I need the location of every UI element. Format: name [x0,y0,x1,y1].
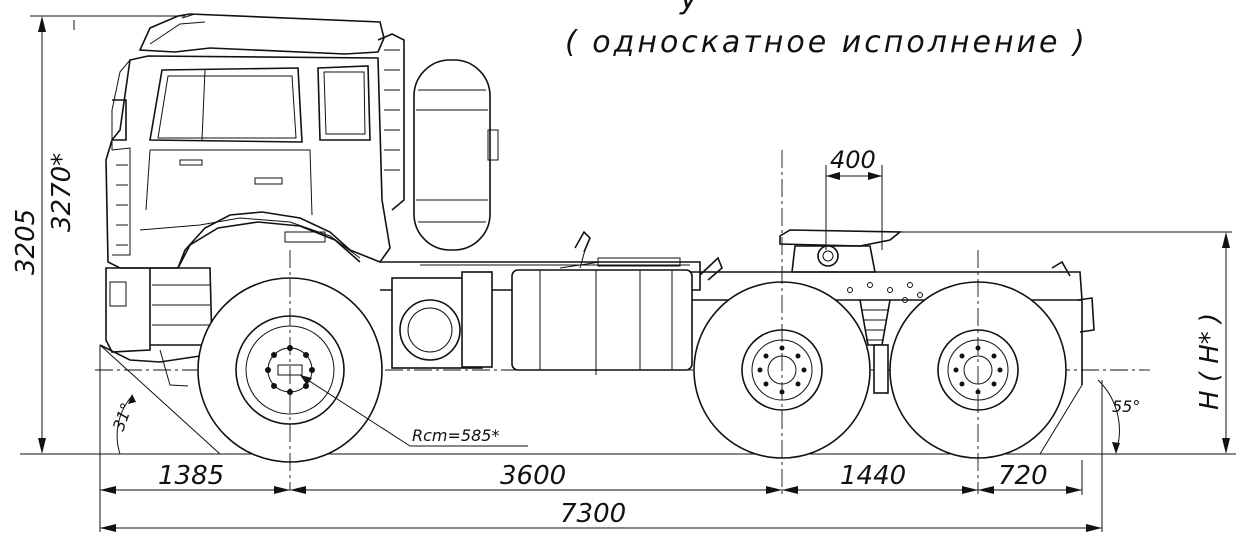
wheelbase-rear-label: 1440 [840,461,906,491]
saddle-height-dimension [900,231,1236,455]
height-star-label: 3270* [47,153,77,232]
spare-wheel [413,59,499,251]
header-top-glyph: у [679,0,701,16]
approach-angle-marker [99,344,221,455]
overall-length-label: 7300 [560,499,626,529]
departure-angle-label: 55° [1112,397,1140,416]
fifth-wheel [779,229,903,273]
air-hoses [559,230,700,269]
wheelbase-front-label: 3600 [500,461,566,491]
saddle-height-label: H ( H* ) [1195,313,1225,410]
radius-label: Rcm=585* [412,426,499,445]
departure-angle-marker [1039,379,1120,455]
radius-leader [299,374,528,447]
cab [105,13,405,269]
bottom-dimension-chain [99,345,1103,532]
front-wheel [177,221,383,490]
rear-wheel-2 [889,250,1067,494]
coupling-offset-dimension [825,165,883,250]
rear-suspension [699,256,1095,394]
height-total-label: 3205 [11,209,41,275]
rear-wheel-1 [693,150,871,494]
coupling-offset-label: 400 [830,146,876,174]
front-bumper [99,267,213,387]
tanks [391,269,693,375]
header-subtitle: ( односкатное исполнение ) [565,25,1088,60]
height-dimension [30,15,185,454]
front-overhang-label: 1385 [158,461,224,491]
rear-overhang-label: 720 [998,461,1048,491]
approach-angle-label: 31° [109,400,137,433]
